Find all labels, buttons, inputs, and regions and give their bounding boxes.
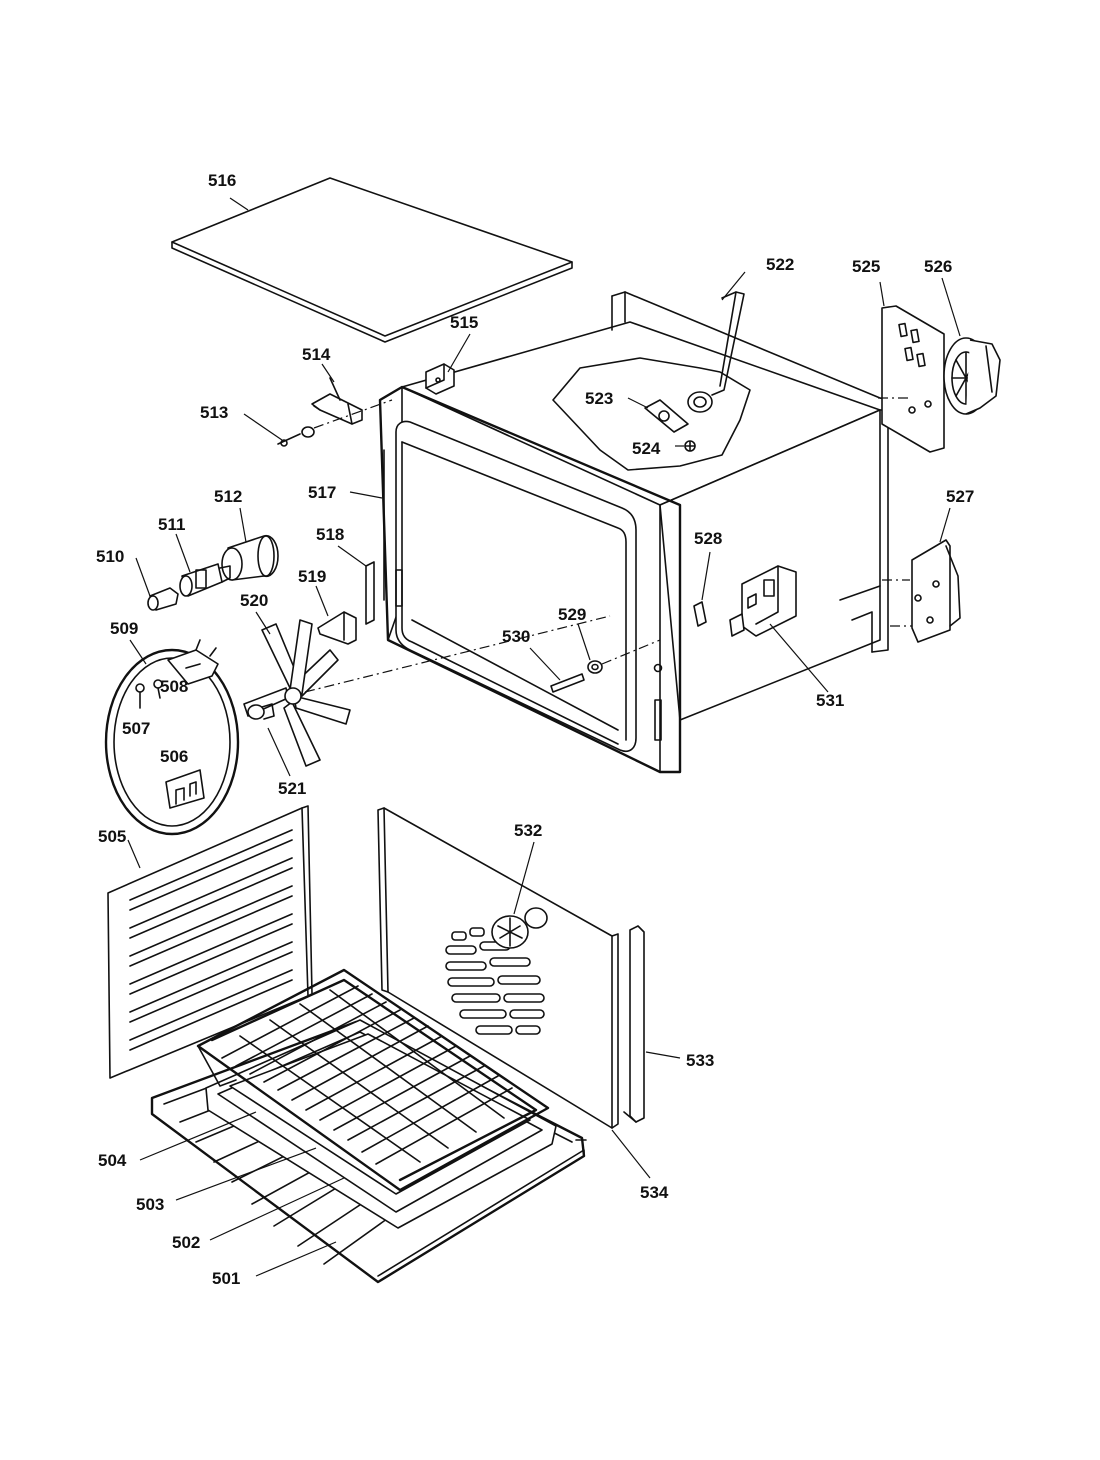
label-526: 526 bbox=[924, 257, 952, 276]
part-534-rear-panel bbox=[377, 807, 619, 1129]
part-505-side-panel bbox=[107, 805, 313, 1079]
part-527-bracket bbox=[882, 539, 961, 643]
part-507-terminal bbox=[135, 683, 145, 709]
part-530-rod bbox=[550, 639, 661, 693]
part-508-terminal bbox=[153, 679, 163, 699]
label-508: 508 bbox=[160, 677, 188, 696]
part-525-rear-plate bbox=[878, 305, 945, 453]
label-530: 530 bbox=[502, 627, 530, 646]
part-526-motor bbox=[943, 337, 1001, 415]
label-505: 505 bbox=[98, 827, 126, 846]
label-501: 501 bbox=[212, 1269, 240, 1288]
part-510-bulb bbox=[147, 587, 179, 611]
part-506-clip bbox=[165, 769, 205, 809]
part-533-trim bbox=[623, 925, 645, 1123]
label-509: 509 bbox=[110, 619, 138, 638]
part-labels: 516 515 514 513 522 525 526 523 524 517 … bbox=[96, 171, 974, 1288]
part-524-screw bbox=[684, 440, 696, 452]
part-513-screw bbox=[277, 399, 393, 447]
label-516: 516 bbox=[208, 171, 236, 190]
part-504-wire-rack bbox=[196, 968, 550, 1192]
label-521: 521 bbox=[278, 779, 306, 798]
part-516-top-cover bbox=[171, 177, 573, 343]
part-519-bracket bbox=[317, 611, 357, 645]
part-523-plate bbox=[644, 399, 689, 433]
label-532: 532 bbox=[514, 821, 542, 840]
label-522: 522 bbox=[766, 255, 794, 274]
label-513: 513 bbox=[200, 403, 228, 422]
label-510: 510 bbox=[96, 547, 124, 566]
label-503: 503 bbox=[136, 1195, 164, 1214]
label-529: 529 bbox=[558, 605, 586, 624]
part-529-washer bbox=[587, 660, 603, 674]
part-518-strip bbox=[365, 561, 375, 625]
part-531-switch bbox=[729, 565, 797, 637]
label-519: 519 bbox=[298, 567, 326, 586]
part-oven-cavity bbox=[378, 291, 889, 774]
label-524: 524 bbox=[632, 439, 661, 458]
part-528-plate bbox=[693, 601, 707, 627]
label-514: 514 bbox=[302, 345, 331, 364]
label-518: 518 bbox=[316, 525, 344, 544]
label-533: 533 bbox=[686, 1051, 714, 1070]
part-511-lamp-holder bbox=[179, 563, 231, 597]
part-509-heating-element bbox=[104, 639, 240, 836]
label-506: 506 bbox=[160, 747, 188, 766]
part-512-lamp-cover bbox=[221, 534, 279, 581]
part-522-socket bbox=[687, 291, 745, 413]
label-523: 523 bbox=[585, 389, 613, 408]
label-527: 527 bbox=[946, 487, 974, 506]
label-534: 534 bbox=[640, 1183, 669, 1202]
leader-lines bbox=[127, 197, 961, 1277]
part-515-clip bbox=[425, 363, 455, 395]
part-521-nut bbox=[247, 703, 275, 720]
label-507: 507 bbox=[122, 719, 150, 738]
label-504: 504 bbox=[98, 1151, 127, 1170]
label-525: 525 bbox=[852, 257, 880, 276]
part-514-bracket bbox=[311, 377, 363, 425]
label-511: 511 bbox=[158, 515, 185, 534]
label-520: 520 bbox=[240, 591, 268, 610]
part-532-fan-cover bbox=[491, 907, 548, 949]
label-528: 528 bbox=[694, 529, 722, 548]
label-531: 531 bbox=[816, 691, 844, 710]
label-517: 517 bbox=[308, 483, 336, 502]
label-515: 515 bbox=[450, 313, 478, 332]
label-512: 512 bbox=[214, 487, 242, 506]
label-502: 502 bbox=[172, 1233, 200, 1252]
